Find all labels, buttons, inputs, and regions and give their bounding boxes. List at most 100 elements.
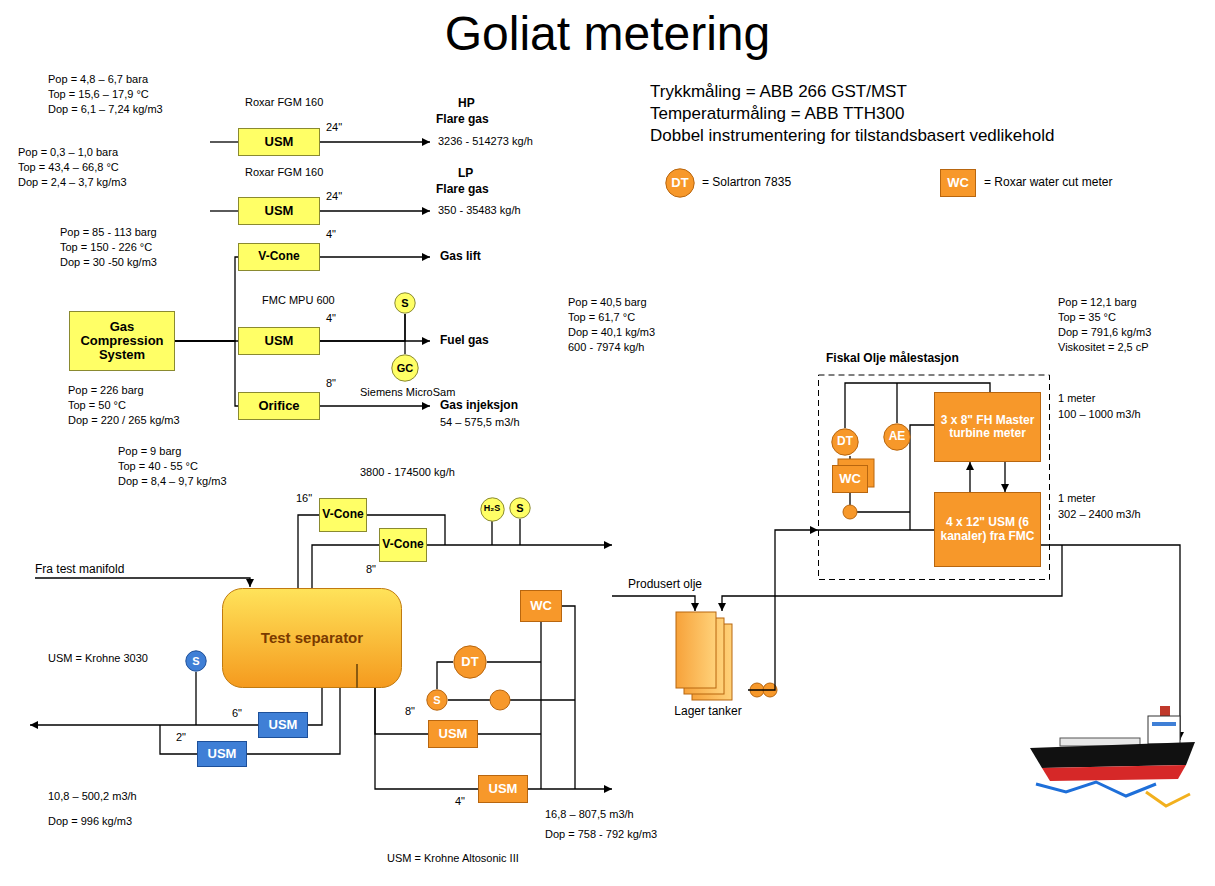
annotation: Gas lift bbox=[440, 250, 481, 264]
node-text: V-Cone bbox=[379, 528, 427, 562]
layout-path bbox=[491, 521, 492, 545]
pipe-connector bbox=[375, 688, 478, 789]
annotation: Dop = 6,1 – 7,24 kg/m3 bbox=[48, 103, 163, 116]
node-label: Orifice bbox=[258, 399, 299, 413]
annotation: Dop = 40,1 kg/m3 bbox=[568, 326, 655, 339]
chromatograph-circle: GC bbox=[391, 354, 419, 382]
orifice-meter: Orifice bbox=[238, 392, 320, 420]
node-text: DT bbox=[665, 168, 695, 198]
sampler-circle: S bbox=[509, 497, 531, 519]
layout-path bbox=[1036, 782, 1156, 796]
annotation: Pop = 4,8 – 6,7 bara bbox=[48, 73, 148, 86]
node-label: USM bbox=[269, 718, 298, 732]
node-text: S bbox=[426, 689, 448, 711]
vcone-meter: V-Cone bbox=[238, 243, 320, 271]
node-text: S bbox=[509, 497, 531, 519]
annotation: = Solartron 7835 bbox=[702, 176, 791, 190]
annotation: 302 – 2400 m3/h bbox=[1058, 508, 1141, 521]
legend-symbol: WC bbox=[940, 169, 976, 197]
pipe-connector bbox=[175, 341, 238, 406]
annotation: 4" bbox=[326, 312, 336, 325]
node-label: GC bbox=[397, 362, 414, 374]
node-label: USM bbox=[265, 135, 294, 149]
node-label: USM bbox=[489, 782, 518, 796]
ultrasonic-meter: 4 x 12" USM (6 kanaler) fra FMC bbox=[934, 492, 1041, 567]
annotation: Pop = 226 barg bbox=[68, 384, 144, 397]
pipe-connector bbox=[1004, 462, 1005, 492]
annotation: Dop = 758 - 792 kg/m3 bbox=[545, 828, 657, 841]
node-label: USM bbox=[439, 727, 468, 741]
annotation: FMC MPU 600 bbox=[262, 294, 335, 307]
annotation: Trykkmåling = ABB 266 GST/MST bbox=[650, 82, 907, 102]
layout-rect bbox=[838, 459, 874, 487]
layout-path bbox=[519, 519, 520, 545]
annotation: USM = Krohne Altosonic III bbox=[387, 852, 519, 865]
layout-path bbox=[849, 493, 850, 505]
node-text: AE bbox=[883, 423, 911, 451]
annotation: Fra test manifold bbox=[35, 563, 124, 577]
annotation: 4" bbox=[326, 228, 336, 241]
watercut-meter: WC bbox=[520, 590, 562, 622]
node-label: H₂S bbox=[484, 504, 501, 514]
layout-path bbox=[1040, 545, 1180, 740]
compressor-box: Gas Compression System bbox=[69, 311, 175, 371]
annotation: Dop = 791,6 kg/m3 bbox=[1058, 326, 1151, 339]
annotation: 1 meter bbox=[1058, 392, 1095, 405]
annotation: Pop = 85 - 113 barg bbox=[60, 226, 157, 239]
layout-path bbox=[437, 662, 453, 689]
diagram-title: Goliat metering bbox=[0, 6, 1215, 61]
annotation: USM = Krohne 3030 bbox=[48, 652, 148, 665]
pipe-connector bbox=[247, 688, 340, 754]
pipe-connector bbox=[175, 257, 238, 341]
layout-path bbox=[448, 699, 490, 700]
layout-path bbox=[195, 672, 196, 725]
layout-path bbox=[210, 141, 238, 142]
watercut-meter: WC bbox=[832, 465, 868, 493]
annotation: 54 – 575,5 m3/h bbox=[440, 416, 520, 429]
annotation: Top = 15,6 – 17,9 °C bbox=[48, 88, 149, 101]
annotation: 16" bbox=[296, 492, 312, 505]
layout-path bbox=[30, 724, 258, 725]
node-text: USM bbox=[478, 775, 528, 803]
annotation: Pop = 12,1 barg bbox=[1058, 296, 1137, 309]
annotation: 350 - 35483 kg/h bbox=[438, 204, 521, 217]
pipe-connector bbox=[969, 462, 970, 492]
ultrasonic-meter: USM bbox=[428, 720, 478, 748]
densitometer-circle: DT bbox=[453, 645, 487, 679]
annotation: Top = 43,4 – 66,8 °C bbox=[18, 161, 119, 174]
node-label: 3 x 8" FH Master turbine meter bbox=[937, 414, 1038, 440]
annotation: 16,8 – 807,5 m3/h bbox=[545, 808, 634, 821]
node-label: S bbox=[433, 694, 440, 706]
annotation: 10,8 – 500,2 m3/h bbox=[48, 790, 137, 803]
node-label: WC bbox=[947, 176, 969, 190]
node-label: V-Cone bbox=[258, 250, 299, 263]
node-text: 3 x 8" FH Master turbine meter bbox=[934, 392, 1041, 462]
node-label: AE bbox=[889, 430, 906, 443]
annotation: 3236 - 514273 kg/h bbox=[438, 135, 533, 148]
node-text: S bbox=[185, 650, 207, 672]
annotation: Siemens MicroSam bbox=[360, 386, 455, 399]
node-text: V-Cone bbox=[319, 498, 367, 532]
node-text: Gas Compression System bbox=[69, 311, 175, 371]
node-outline bbox=[668, 612, 748, 720]
node-text: Lager tanker bbox=[668, 612, 748, 720]
annotation: Dop = 996 kg/m3 bbox=[48, 815, 132, 828]
sampler-circle: S bbox=[185, 650, 207, 672]
annotation: Pop = 9 barg bbox=[118, 445, 181, 458]
ultrasonic-meter: USM bbox=[238, 128, 320, 156]
layout-path bbox=[487, 661, 541, 662]
ultrasonic-meter: USM bbox=[197, 741, 247, 767]
metering-station: Fiskal Olje målestasjonDTAEWC3 x 8" FH M… bbox=[818, 340, 1050, 580]
node-text: DT bbox=[453, 645, 487, 679]
annotation: 2" bbox=[176, 731, 186, 744]
annotation: Dop = 220 / 265 kg/m3 bbox=[68, 414, 180, 427]
layout-path bbox=[426, 544, 612, 545]
annotation: 8" bbox=[405, 705, 415, 718]
node-text: WC bbox=[520, 590, 562, 622]
legend-symbol: DT bbox=[665, 168, 695, 198]
layout-rect bbox=[1148, 716, 1180, 744]
annotation: 8" bbox=[326, 377, 336, 390]
layout-path bbox=[540, 622, 541, 789]
densitometer-circle: DT bbox=[831, 428, 859, 456]
annotation: HP bbox=[458, 97, 475, 111]
